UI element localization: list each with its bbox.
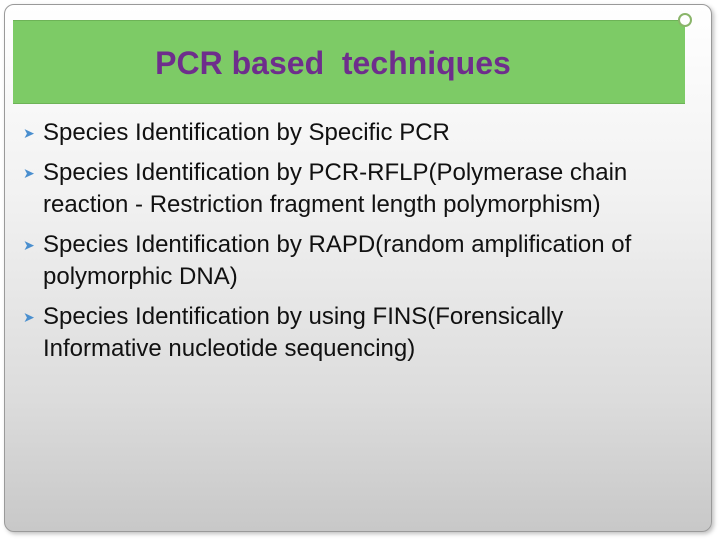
arrow-right-icon: ➤ [23,237,35,253]
bullet-list: ➤ Species Identification by Specific PCR… [23,117,683,373]
slide-title: PCR based techniques [155,45,511,81]
bullet-text: Species Identification by RAPD(random am… [43,231,632,290]
bullet-text: Species Identification by Specific PCR [43,119,450,146]
arrow-right-icon: ➤ [23,309,35,325]
list-item: ➤ Species Identification by PCR-RFLP(Pol… [23,157,683,221]
bullet-text: Species Identification by PCR-RFLP(Polym… [43,159,628,218]
slide: PCR based techniques ➤ Species Identific… [4,4,712,532]
list-item: ➤ Species Identification by RAPD(random … [23,229,683,293]
list-item: ➤ Species Identification by Specific PCR [23,117,683,149]
arrow-right-icon: ➤ [23,125,35,141]
corner-circle-icon [678,13,692,27]
arrow-right-icon: ➤ [23,165,35,181]
bullet-text: Species Identification by using FINS(For… [43,303,564,362]
title-banner: PCR based techniques [13,20,685,104]
list-item: ➤ Species Identification by using FINS(F… [23,301,683,365]
